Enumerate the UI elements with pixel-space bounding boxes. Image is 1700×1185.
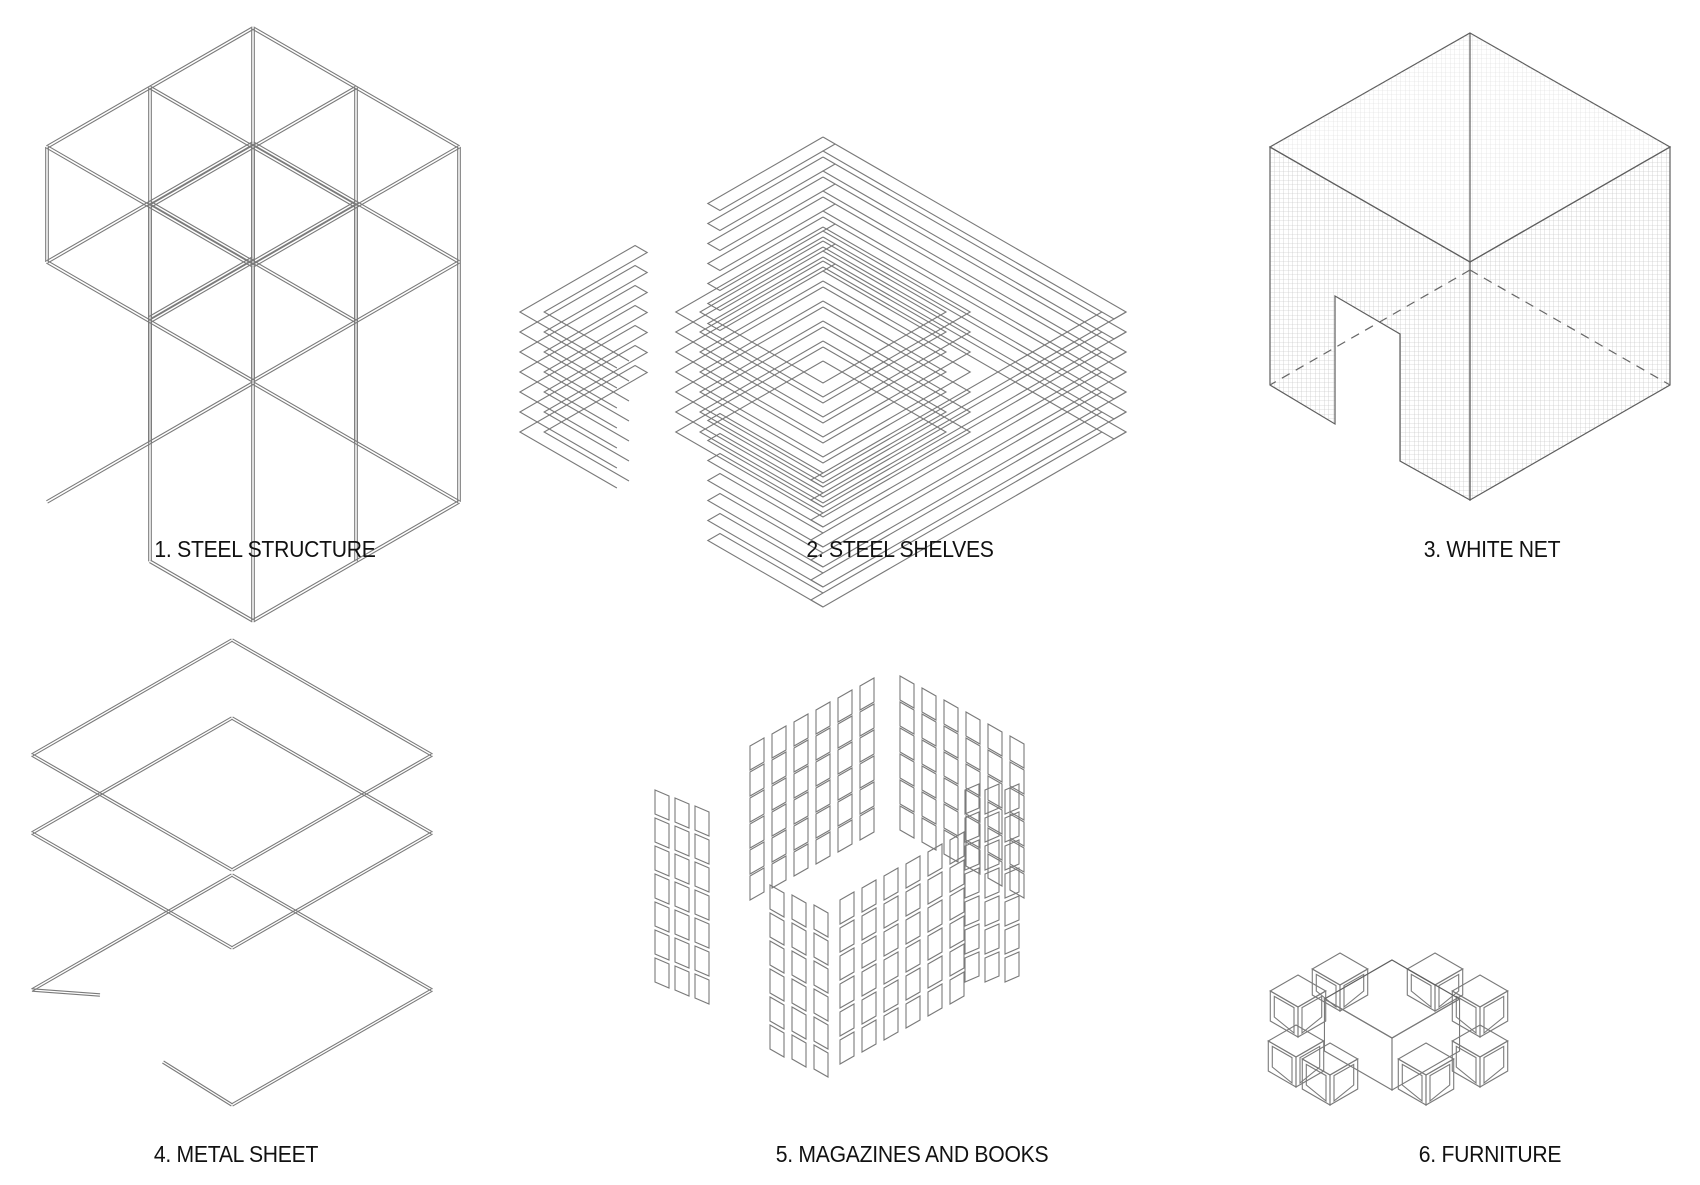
steel-structure-drawing [45,26,461,623]
panel-magazines-and-books: 5. MAGAZINES AND BOOKS [560,600,1180,1185]
label-white-net: 3. WHITE NET [1423,536,1561,562]
panel-steel-shelves: 2. STEEL SHELVES [518,0,1180,608]
steel-shelves-drawing [518,136,1128,608]
label-magazines-and-books: 5. MAGAZINES AND BOOKS [775,1141,1049,1167]
panel-steel-structure: 1. STEEL STRUCTURE [0,0,560,623]
panel-furniture: 6. FURNITURE [1180,600,1700,1185]
panel-metal-sheet: 4. METAL SHEET [0,600,560,1185]
label-steel-shelves: 2. STEEL SHELVES [806,536,994,562]
panel-white-net: 3. WHITE NET [1180,0,1700,580]
furniture-drawing [1267,952,1509,1106]
label-steel-structure: 1. STEEL STRUCTURE [154,536,376,562]
metal-sheet-drawing [31,638,433,1107]
label-metal-sheet: 4. METAL SHEET [153,1141,319,1167]
label-furniture: 6. FURNITURE [1418,1141,1562,1167]
white-net-drawing [1268,32,1672,502]
magazines-and-books-drawing [654,675,1025,1078]
